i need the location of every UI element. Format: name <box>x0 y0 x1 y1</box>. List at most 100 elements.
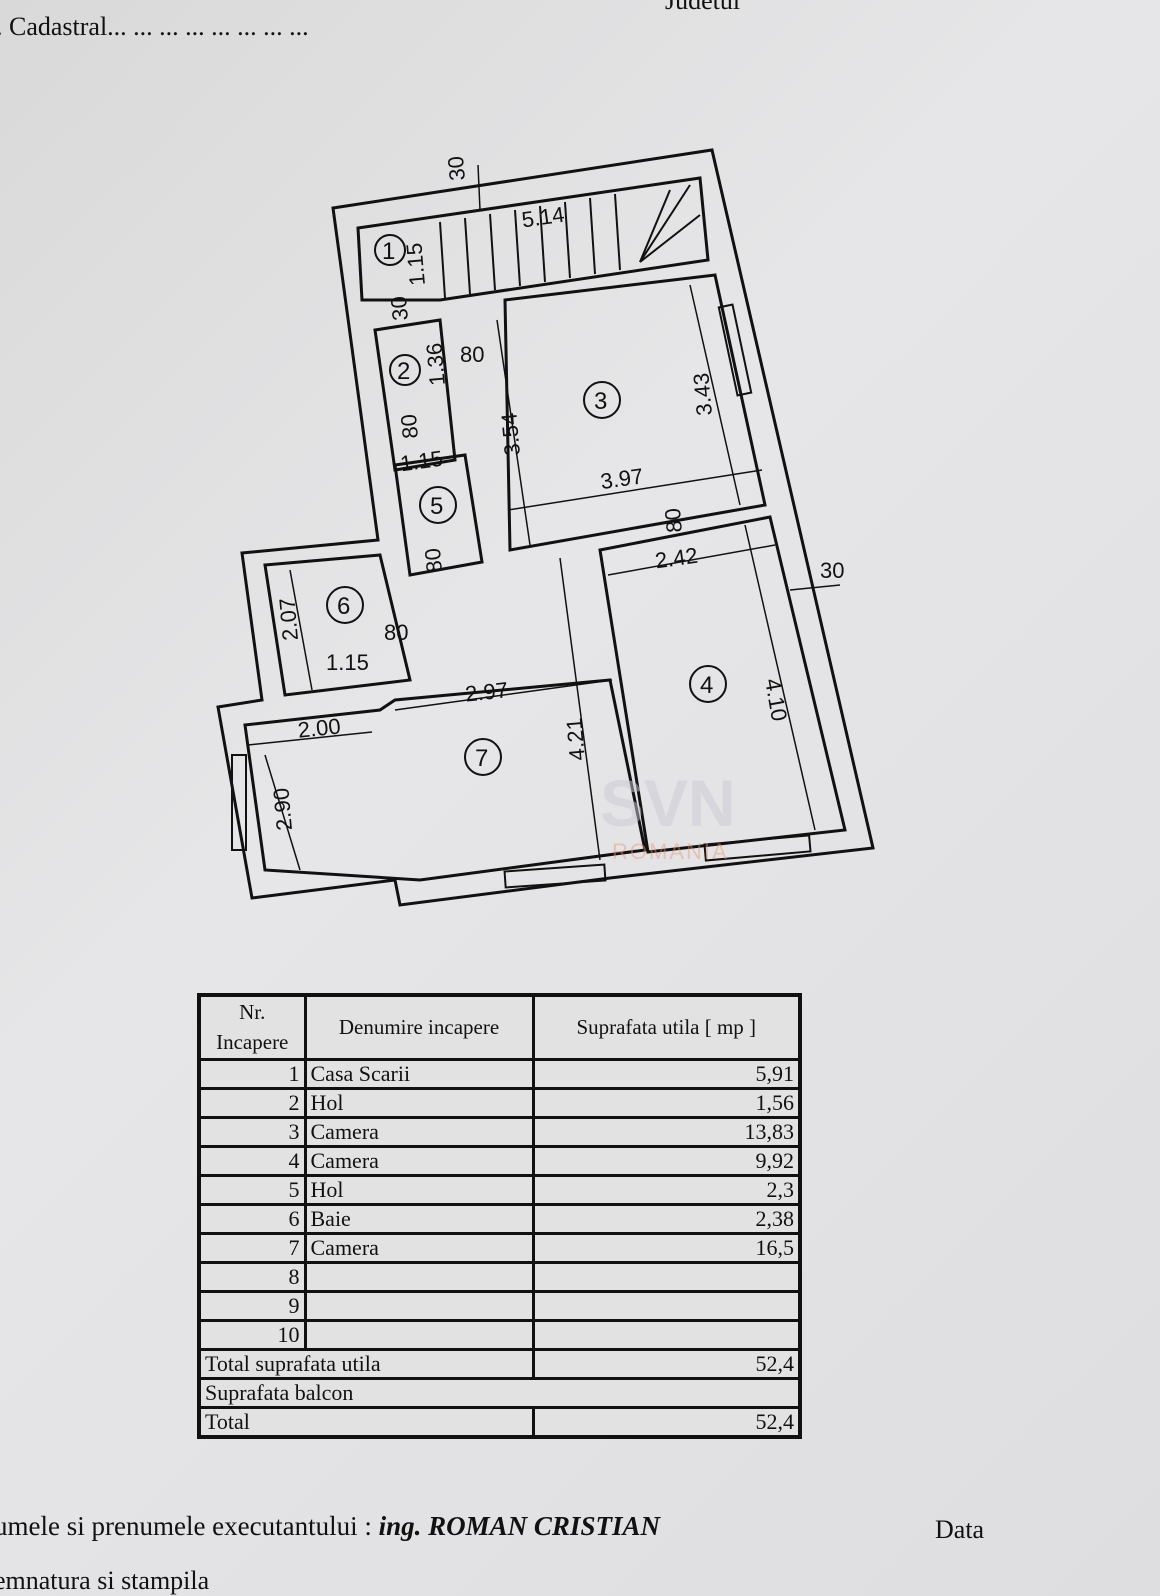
room-number: 8 <box>197 1260 307 1293</box>
room-number: 3 <box>197 1115 307 1148</box>
room-name: Camera <box>303 1115 535 1148</box>
outer-wall <box>216 148 875 907</box>
room-4-outline <box>598 515 847 854</box>
room-area: 2,38 <box>531 1202 802 1235</box>
svg-text:2.90: 2.90 <box>268 787 297 832</box>
svg-text:30: 30 <box>386 295 413 322</box>
dimension-lines <box>247 164 841 871</box>
col-name: Denumire incapere <box>303 993 535 1061</box>
room-name <box>303 1260 535 1293</box>
room-area: 9,92 <box>531 1144 802 1177</box>
svg-text:4.21: 4.21 <box>561 717 590 762</box>
svg-text:1.15: 1.15 <box>399 446 445 477</box>
room-7-outline <box>243 678 647 882</box>
stairs <box>439 184 701 299</box>
judet-label: Judetul <box>665 0 741 15</box>
svg-text:2.07: 2.07 <box>274 597 303 642</box>
room-number: 10 <box>197 1318 307 1351</box>
svg-text:80: 80 <box>660 507 687 534</box>
room-name: Baie <box>303 1202 535 1235</box>
room-3-outline <box>503 273 767 552</box>
room-number: 7 <box>197 1231 307 1264</box>
svg-text:30: 30 <box>443 155 470 182</box>
room-2-outline <box>373 318 457 472</box>
table-header: Nr. Incapere Denumire incapere Suprafata… <box>197 993 802 1061</box>
executant-name: ing. ROMAN CRISTIAN <box>378 1511 660 1541</box>
svg-text:4.10: 4.10 <box>760 677 792 724</box>
room-area: 13,83 <box>531 1115 802 1148</box>
room-6-label: 6 <box>326 586 364 624</box>
room-2-label: 2 <box>389 354 421 386</box>
watermark-brand: SVN <box>600 766 736 840</box>
floor-plan: 1 2 3 4 5 6 7 30 1.15 5.14 30 1.36 80 3.… <box>216 148 875 907</box>
room-1-outline <box>356 176 710 302</box>
signature-label: emnatura si stampila <box>0 1566 210 1595</box>
svg-text:3.54: 3.54 <box>496 412 525 457</box>
svg-text:5.14: 5.14 <box>520 202 566 233</box>
svg-text:2.97: 2.97 <box>464 677 509 706</box>
room-number: 2 <box>197 1086 307 1119</box>
table-row: 10 <box>197 1318 802 1351</box>
svg-text:6: 6 <box>337 593 350 620</box>
room-name: Casa Scarii <box>303 1057 535 1090</box>
svg-text:1.36: 1.36 <box>421 342 450 387</box>
room-area: 2,3 <box>531 1173 802 1206</box>
room-5-outline <box>393 453 484 577</box>
room-number: 9 <box>197 1289 307 1322</box>
svg-text:80: 80 <box>384 620 408 645</box>
balcon-row: Suprafata balcon <box>197 1376 802 1409</box>
svg-text:1.15: 1.15 <box>401 242 430 287</box>
svg-text:80: 80 <box>460 342 484 367</box>
room-name <box>303 1318 535 1351</box>
svg-text:2: 2 <box>397 358 410 385</box>
svg-text:3.43: 3.43 <box>688 372 717 417</box>
room-name: Hol <box>303 1173 535 1206</box>
table-row: 8 <box>197 1260 802 1293</box>
room-1-label: 1 <box>374 234 406 266</box>
room-number: 4 <box>197 1144 307 1177</box>
room-area <box>531 1318 802 1351</box>
executant-line: umele si prenumele executantului : ing. … <box>0 1510 660 1542</box>
svg-text:2.42: 2.42 <box>653 543 699 574</box>
room-numbers: 1 2 3 4 5 6 7 <box>326 234 727 776</box>
room-number: 6 <box>197 1202 307 1235</box>
room-area <box>531 1289 802 1322</box>
svg-text:3.97: 3.97 <box>599 463 645 494</box>
room-name: Camera <box>303 1231 535 1264</box>
date-label: Data <box>935 1515 985 1544</box>
svg-text:1: 1 <box>382 238 395 265</box>
svg-text:80: 80 <box>396 413 423 440</box>
room-6-outline <box>263 553 412 697</box>
svg-text:2.00: 2.00 <box>297 713 342 742</box>
rooms-table: Nr. Incapere Denumire incapere Suprafata… <box>197 993 802 1439</box>
svg-text:5: 5 <box>430 493 443 520</box>
room-area: 16,5 <box>531 1231 802 1264</box>
svg-text:1.15: 1.15 <box>326 650 369 675</box>
room-4-label: 4 <box>689 665 727 703</box>
room-name: Camera <box>303 1144 535 1177</box>
room-area: 5,91 <box>531 1057 802 1090</box>
room-3-label: 3 <box>583 381 621 419</box>
col-nr: Nr. Incapere <box>197 993 307 1061</box>
room-area: 1,56 <box>531 1086 802 1119</box>
watermark-sub: ROMANIA <box>612 839 729 864</box>
room-5-label: 5 <box>419 486 457 524</box>
room-name <box>303 1289 535 1322</box>
room-7-label: 7 <box>464 738 502 776</box>
cadastral-label: . Cadastral... ... ... ... ... ... ... .… <box>0 12 309 41</box>
room-number: 1 <box>197 1057 307 1090</box>
dimension-labels: 30 1.15 5.14 30 1.36 80 3.54 3.43 3.97 8… <box>268 155 844 832</box>
svg-text:80: 80 <box>420 547 447 574</box>
room-number: 5 <box>197 1173 307 1206</box>
svg-text:3: 3 <box>594 388 607 415</box>
svg-text:30: 30 <box>820 558 844 583</box>
